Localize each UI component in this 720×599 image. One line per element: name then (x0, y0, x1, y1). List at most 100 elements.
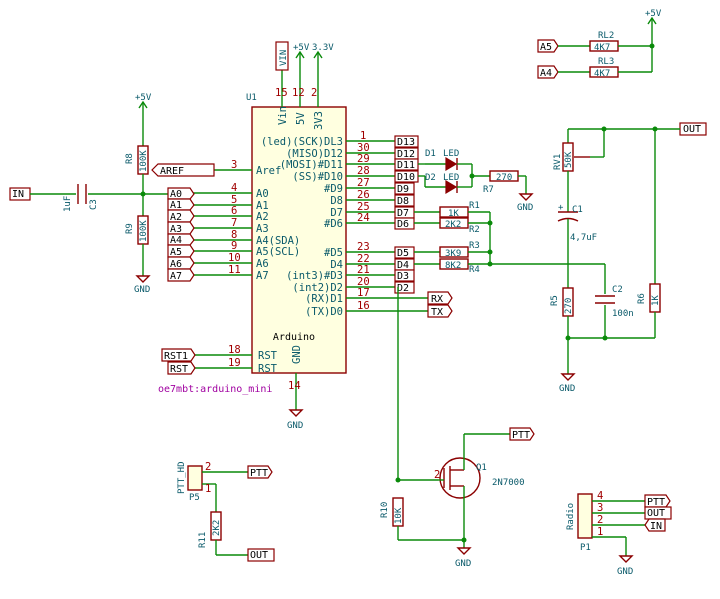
r1-ref: R1 (469, 201, 480, 211)
pin-aref-name: Aref (256, 165, 281, 177)
d4-label: D4 (397, 260, 409, 271)
pin-a0-name: A0 (256, 188, 269, 200)
left-net-labels: AREF A0 A1 A2 A3 A4 A5 A6 A7 RST1 RST (151, 163, 215, 375)
pin-d3-num: 21 (357, 264, 370, 276)
pin-rst2-num: 19 (228, 357, 241, 369)
p1-ref: P1 (580, 543, 591, 553)
u1-gnd: GND (287, 409, 304, 431)
right-net-labels: D13 D12 D11 D10 D9 D8 D7 D6 D5 D4 D3 D2 … (394, 135, 453, 318)
c3-value: 1uF (63, 196, 73, 212)
pin-d7-name: D7 (330, 207, 343, 219)
c2-value: 100n (612, 309, 634, 319)
vin-flag (275, 41, 289, 71)
d2-label: D2 (397, 283, 409, 294)
pin-d8-name: D8 (330, 195, 343, 207)
rst1-flag (161, 348, 196, 362)
pin-vin-name: Vin (277, 106, 289, 125)
pin-d6-name: #D6 (324, 218, 343, 230)
r4-ref: R4 (469, 265, 480, 275)
p1-value: Radio (566, 503, 576, 530)
pin-a1-num: 5 (231, 194, 237, 206)
arduino-name: Arduino (273, 332, 315, 343)
pin-a2-num: 6 (231, 205, 237, 217)
r10-value: 10K (394, 507, 404, 524)
rv1-ref: RV1 (553, 154, 563, 170)
pin-3v3-num: 2 (311, 87, 317, 99)
d1-ref: D1 (425, 149, 436, 159)
r8-5v-label: +5V (135, 93, 152, 103)
arduino-right-pins: 1 (led)(SCK)DL3 30 (MISO)D12 29 (MOSI)#D… (261, 130, 428, 318)
c2-ref: C2 (612, 285, 623, 295)
r5-gnd-label: GND (559, 384, 575, 394)
d10-label: D10 (397, 172, 415, 183)
q1-ptt-label: PTT (512, 430, 530, 441)
p5-pin1: 1 (205, 483, 211, 495)
d2-led-icon (445, 179, 458, 195)
a4-right-label: A4 (540, 68, 552, 79)
vin-label: VIN (279, 50, 289, 66)
p5-out-label: OUT (250, 550, 268, 561)
pin-d1-name: (RX)D1 (305, 293, 343, 305)
rl3-value: 4K7 (594, 69, 610, 79)
pin-rst2-name: RST (258, 363, 278, 375)
q1-pin2: 2 (434, 469, 440, 481)
power-labels-top: VIN +5V 3.3V (275, 41, 334, 71)
pin-a2-name: A2 (256, 211, 269, 223)
pin-a3-name: A3 (256, 223, 269, 235)
pin-d6-num: 24 (357, 212, 370, 224)
r9-ref: R9 (125, 223, 135, 234)
led-section: D1 LED D2 LED 270 R7 GND (418, 149, 534, 213)
r8-value: 100K (139, 150, 149, 172)
pin-a5-num: 9 (231, 240, 237, 252)
p1-pin1: 1 (597, 526, 603, 538)
arduino-left-pins: 3 Aref 4 A0 5 A1 6 A2 7 A3 8 A4(SDA) 9 A… (190, 159, 300, 375)
r10-ref: R10 (380, 502, 390, 518)
p1-gnd-label: GND (617, 567, 633, 577)
pin-vin-num: 15 (275, 87, 288, 99)
a4-label: A4 (170, 235, 182, 246)
ptt-switch: PTT Q1 2N7000 2 GND 10K R10 (380, 287, 535, 569)
pin-d11-name: (MOSI)#D11 (280, 159, 343, 171)
pin-d13-name: (led)(SCK)DL3 (261, 136, 343, 148)
pin-d9-num: 27 (357, 177, 370, 189)
tx-label: TX (431, 307, 443, 318)
pin-d4-name: D4 (330, 259, 343, 271)
a6-label: A6 (170, 259, 182, 270)
arduino-body (251, 106, 347, 374)
a5-right-label: A5 (540, 42, 552, 53)
ptt-hd-connector: 2 1 PTT PTT_HD P5 2K2 R11 OUT (177, 461, 275, 562)
a2-label: A2 (170, 212, 182, 223)
p1-ptt-label: PTT (647, 497, 665, 508)
r7-value: 270 (496, 173, 512, 183)
d3-label: D3 (397, 271, 409, 282)
in-label: IN (12, 189, 24, 200)
pin-d10-name: (SS)#D10 (292, 171, 343, 183)
pin-d2-num: 20 (357, 276, 370, 288)
pin-d0-name: (TX)D0 (305, 306, 343, 318)
arduino-u1: U1 Arduino oe7mbt:arduino_mini 15 12 2 V… (158, 70, 347, 410)
q1-ref: Q1 (476, 463, 487, 473)
p5-value: PTT_HD (177, 461, 187, 494)
r6-ref: R6 (637, 293, 647, 304)
pin-a7-num: 11 (228, 264, 241, 276)
d2-value: LED (443, 173, 459, 183)
pin-a0-num: 4 (231, 182, 237, 194)
pin-5v-num: 12 (292, 87, 305, 99)
q1-gnd-label: GND (455, 559, 471, 569)
pin-rst1-name: RST (258, 350, 278, 362)
r9-gnd-label: GND (134, 285, 150, 295)
pin-d9-name: #D9 (324, 183, 343, 195)
r7-ref: R7 (483, 185, 494, 195)
pin-d3-name: (int3)#D3 (286, 270, 343, 282)
r9-value: 100K (139, 220, 149, 242)
d9-label: D9 (397, 184, 409, 195)
r7-gnd-label: GND (517, 203, 533, 213)
pin-d8-num: 26 (357, 189, 370, 201)
pin-d12-num: 30 (357, 142, 370, 154)
pin-aref-num: 3 (231, 159, 237, 171)
pin-gnd-num: 14 (288, 380, 301, 392)
r11-value: 2K2 (212, 520, 222, 536)
r11-ref: R11 (198, 532, 208, 548)
r2-ref: R2 (469, 225, 480, 235)
